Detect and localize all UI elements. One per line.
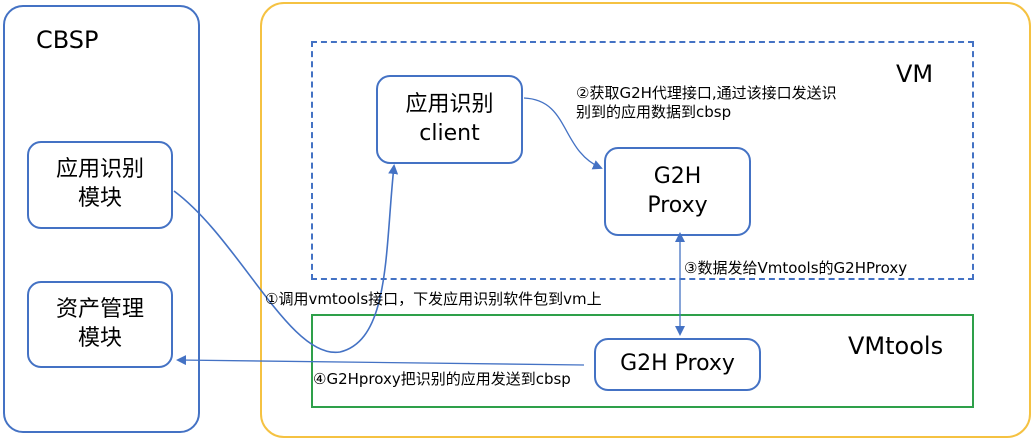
vm-title: VM [896,60,934,88]
arrow-step2 [523,97,603,170]
asset-management-module: 资产管理 模块 [27,281,173,368]
cbsp-title: CBSP [36,26,99,54]
vm-g2h-proxy: G2H Proxy [604,147,751,236]
app-recognition-module: 应用识别 模块 [27,141,173,229]
cbsp-container [3,5,200,433]
step1-label: ①调用vmtools接口，下发应用识别软件包到vm上 [265,290,602,308]
vmtools-container [311,314,974,408]
vmtools-g2h-proxy: G2H Proxy [594,338,761,391]
step4-label: ④G2Hproxy把识别的应用发送到cbsp [313,370,571,388]
arrow-step1 [173,164,399,353]
step3-label: ③数据发给Vmtools的G2HProxy [684,259,908,277]
host-container [260,2,1031,438]
arrow-step4 [176,355,585,366]
vmtools-title: VMtools [848,332,944,360]
app-recognition-client: 应用识别 client [376,75,523,164]
step2-label: ②获取G2H代理接口,通过该接口发送识 别到的应用数据到cbsp [576,84,837,121]
vm-container [311,41,974,280]
